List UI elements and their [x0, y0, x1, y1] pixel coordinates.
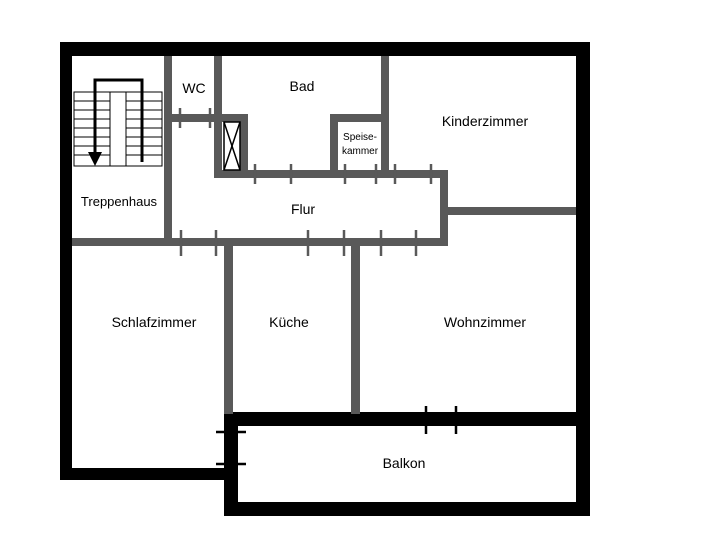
label-flur: Flur [291, 201, 315, 217]
label-speisekammer-2: kammer [342, 146, 379, 157]
label-schlafzimmer: Schlafzimmer [112, 314, 197, 330]
inner-walls [72, 56, 576, 414]
wall-speisekammer-top [330, 114, 388, 122]
balcony-door-marks [216, 406, 458, 466]
wall-schlafzimmer-kueche [224, 246, 233, 414]
label-kueche: Küche [269, 314, 309, 330]
stair-arrow [93, 78, 144, 162]
wall-kinderzimmer-bottom [440, 207, 576, 215]
outer-wall-top [60, 42, 590, 56]
label-balkon: Balkon [383, 455, 426, 471]
staircase [73, 78, 163, 167]
label-wohnzimmer: Wohnzimmer [444, 314, 527, 330]
label-kinderzimmer: Kinderzimmer [442, 113, 529, 129]
outer-wall-bottom-left [60, 468, 236, 480]
wall-speisekammer-left [330, 114, 338, 178]
wall-flur-bottom [72, 238, 448, 246]
label-wc: WC [182, 80, 205, 96]
outer-wall-left [60, 42, 72, 480]
label-bad: Bad [290, 78, 315, 94]
wall-shaft-right [240, 114, 248, 178]
balcony-wall-top [224, 412, 590, 426]
shaft-box [223, 121, 241, 171]
wall-kueche-wohnzimmer [351, 246, 360, 414]
outer-wall-right [576, 42, 590, 516]
wall-wc-bottom [164, 114, 246, 122]
label-speisekammer-1: Speise- [343, 132, 377, 143]
stair-steps [73, 91, 163, 167]
outer-walls [60, 42, 590, 516]
wall-wc-left [164, 56, 172, 244]
door-marks [178, 108, 433, 256]
stair-arrowhead [88, 152, 102, 166]
balcony-wall-bottom [224, 502, 590, 516]
wall-bad-kinderzimmer [381, 56, 389, 178]
label-treppenhaus: Treppenhaus [81, 194, 158, 209]
